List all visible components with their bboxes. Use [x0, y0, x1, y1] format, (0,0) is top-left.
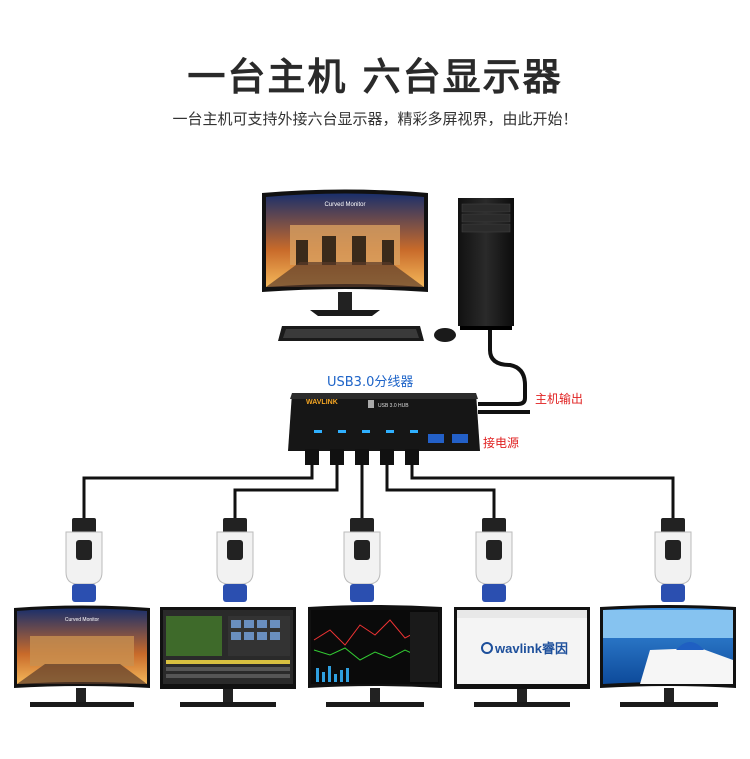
monitor-3 [308, 605, 442, 707]
monitor-1 [14, 605, 150, 707]
host-output-label: 主机输出 [535, 392, 584, 406]
monitor-2 [160, 607, 296, 707]
mouse [434, 328, 456, 342]
vga-adapter [343, 518, 381, 602]
vga-adapter [654, 518, 692, 602]
main-monitor [262, 189, 428, 316]
monitor-5 [600, 605, 736, 707]
pc-tower [458, 198, 514, 330]
hub-model: USB 3.0 HUB [378, 403, 409, 409]
monitor-1-logo: Curved Monitor [65, 617, 100, 623]
usb-hub [288, 393, 480, 451]
vga-adapter [475, 518, 513, 602]
power-label: 接电源 [483, 436, 520, 450]
page-title: 一台主机 六台显示器 [187, 55, 563, 99]
main-monitor-logo: Curved Monitor [324, 202, 365, 208]
page-subtitle: 一台主机可支持外接六台显示器，精彩多屏视界，由此开始！ [172, 110, 578, 128]
monitor-4-logo: wavlink睿因 [494, 641, 568, 656]
vga-adapter [65, 518, 103, 602]
vga-adapter [216, 518, 254, 602]
keyboard [278, 326, 424, 341]
hub-label: USB3.0分线器 [327, 375, 414, 390]
monitor-4 [454, 607, 590, 707]
hub-brand: WAVLINK [306, 399, 338, 406]
